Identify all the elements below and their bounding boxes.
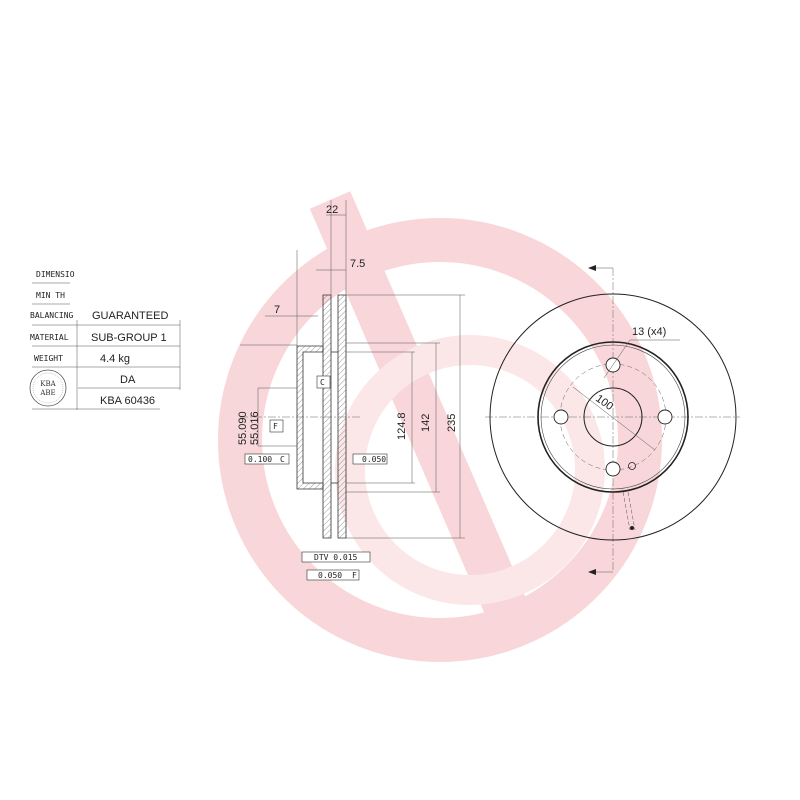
spec-label: DIMENSIO [36, 270, 75, 279]
spec-value: GUARANTEED [92, 310, 168, 322]
side-section-view: 22 7.5 7 55.090 55.016 124.8 142 235 C F… [237, 200, 465, 581]
spec-value: SUB-GROUP 1 [91, 332, 167, 344]
tol-flatness: 0.050 [362, 455, 386, 464]
dim-hat-offset: 7.5 [350, 258, 365, 270]
svg-text:ABE: ABE [39, 389, 55, 397]
tol-parallel: 0.100 [248, 455, 272, 464]
datum-c: C [320, 378, 325, 387]
dim-bore-max: 55.090 [237, 411, 249, 445]
dim-top: 22 [326, 204, 338, 216]
pcd-label: 100 [593, 393, 615, 413]
dim-bore-min: 55.016 [249, 411, 261, 445]
spec-label: MIN TH [36, 291, 65, 300]
bolt-holes-label: 13 (x4) [632, 326, 666, 338]
spec-label: WEIGHT [34, 354, 63, 363]
spec-label: MATERIAL [30, 333, 69, 342]
spec-table: DIMENSIO MIN TH BALANCING GUARANTEED MAT… [29, 270, 181, 410]
dim-dia-outer: 235 [446, 414, 458, 432]
spec-value: DA [120, 374, 136, 386]
spec-value: 4.4 kg [100, 353, 130, 365]
brand-logo-watermark [218, 191, 662, 662]
dim-flange: 7 [274, 304, 280, 316]
tol-runout: 0.050 [318, 571, 342, 580]
dim-dia-inner: 124.8 [396, 412, 408, 440]
datum-f: F [273, 422, 278, 431]
kba-abe-seal: KBA ABE [29, 369, 67, 407]
spec-label: BALANCING [30, 311, 74, 320]
svg-text:F: F [352, 571, 357, 580]
tol-dtv: DTV 0.015 [314, 553, 358, 562]
svg-text:KBA: KBA [40, 380, 56, 388]
dim-dia-hat: 142 [420, 414, 432, 432]
spec-value: KBA 60436 [100, 395, 155, 407]
svg-text:C: C [280, 455, 285, 464]
